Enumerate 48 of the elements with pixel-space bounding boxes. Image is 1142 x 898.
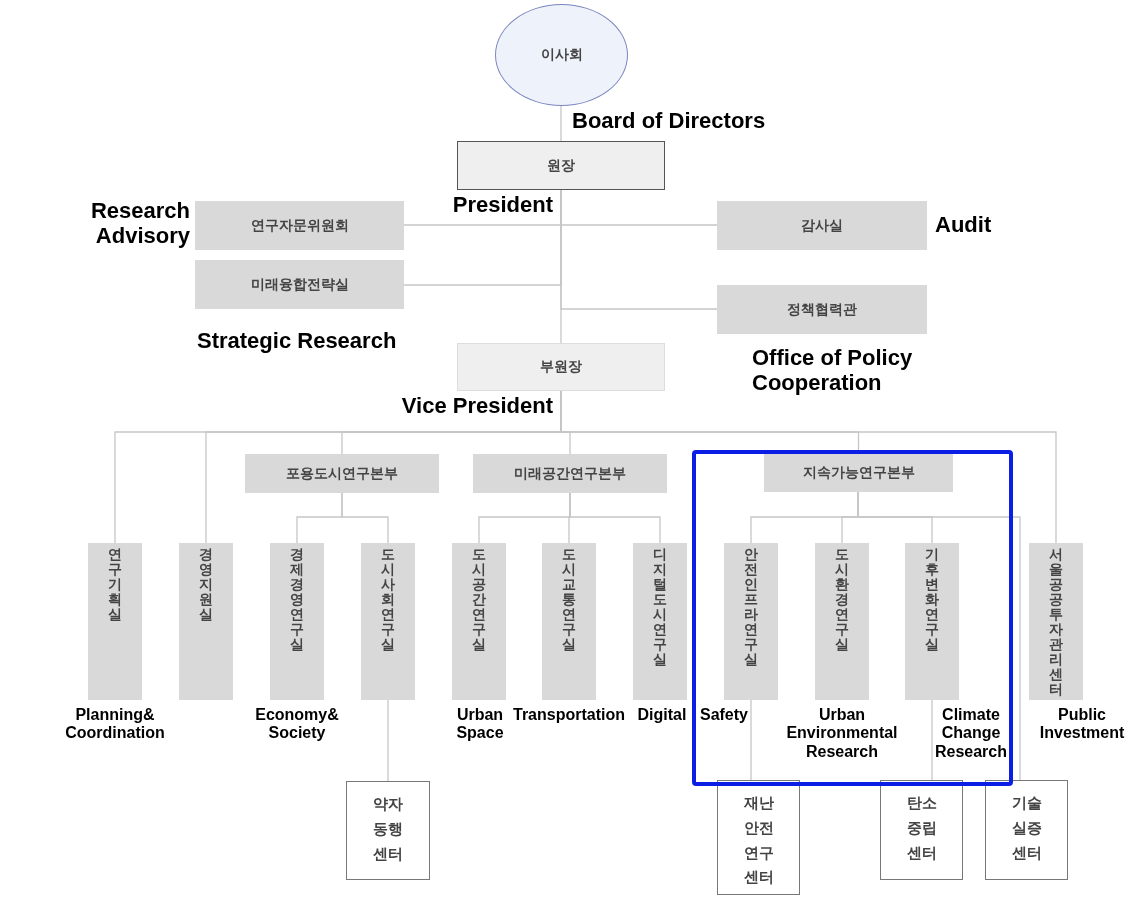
center-box: 약자동행센터 (346, 781, 430, 880)
english-label: Vice President (400, 393, 553, 419)
english-label: Office of Policy Cooperation (752, 345, 914, 396)
org-column: 서울공공투자관리센터 (1029, 543, 1083, 700)
org-column: 디지털도시연구실 (633, 543, 687, 700)
org-box: 미래공간연구본부 (473, 454, 667, 493)
center-box: 재난안전연구센터 (717, 780, 800, 895)
english-label: Planning& Coordination (64, 706, 166, 743)
english-label: Urban Space (455, 706, 505, 743)
org-box: 원장 (457, 141, 665, 190)
connector-line (750, 699, 752, 781)
org-column: 안전인프라연구실 (724, 543, 778, 700)
connector-line (341, 492, 389, 544)
english-label: Transportation (512, 706, 626, 725)
org-column: 도시교통연구실 (542, 543, 596, 700)
english-label: Economy& Society (254, 706, 340, 743)
org-box: 부원장 (457, 343, 665, 391)
org-column: 도시사회연구실 (361, 543, 415, 700)
connector-line (931, 699, 933, 781)
connector-line (387, 699, 389, 782)
english-label: Safety (698, 706, 748, 725)
center-box: 탄소중립센터 (880, 780, 963, 880)
org-box: 정책협력관 (717, 285, 927, 334)
org-column: 도시공간연구실 (452, 543, 506, 700)
english-label: Strategic Research (197, 328, 398, 354)
center-box: 기술실증센터 (985, 780, 1068, 880)
english-label: Public Investment (1038, 706, 1126, 743)
english-label: Digital (636, 706, 688, 725)
english-label: President (451, 192, 553, 218)
org-box: 감사실 (717, 201, 927, 250)
org-column: 경영지원실 (179, 543, 233, 700)
org-column: 연구기획실 (88, 543, 142, 700)
oval-shape: 이사회 (495, 4, 628, 106)
connector-line (569, 492, 661, 544)
org-column: 도시환경연구실 (815, 543, 869, 700)
connector-line (560, 105, 562, 142)
english-label: Audit (935, 212, 993, 238)
connector-line (560, 189, 562, 344)
english-label: Research Advisory (89, 198, 190, 249)
org-box: 미래융합전략실 (195, 260, 404, 309)
org-box: 연구자문위원회 (195, 201, 404, 250)
english-label: Urban Environmental Research (785, 706, 899, 762)
english-label: Climate Change Research (934, 706, 1008, 762)
org-column: 경제경영연구실 (270, 543, 324, 700)
org-box: 지속가능연구본부 (764, 454, 953, 492)
english-label: Board of Directors (572, 108, 767, 134)
org-box: 포용도시연구본부 (245, 454, 439, 493)
org-column: 기후변화연구실 (905, 543, 959, 700)
